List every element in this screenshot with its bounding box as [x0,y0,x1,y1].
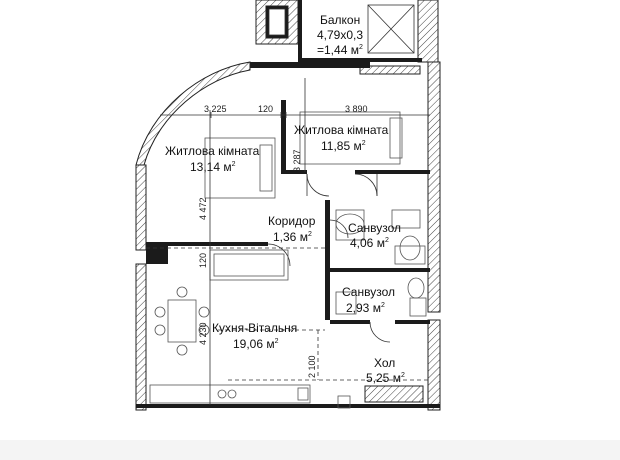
room-area: 4,06 м2 [350,236,389,250]
room-name: Санвузол [342,285,395,299]
room-area: 2,93 м2 [346,301,385,315]
area-value: 13,14 м [190,160,232,174]
area-value: 2,93 м [346,301,381,315]
area-unit-exponent: 2 [275,338,279,345]
dim-vert-120: 120 [198,253,208,268]
interior-walls [146,100,430,324]
area-unit-exponent: 2 [359,44,363,51]
room-name: Житлова кімната [165,144,260,158]
area-unit-exponent: 2 [308,231,312,238]
area-value: 1,36 м [273,230,308,244]
room-label-bath2: Санвузол 2,93 м2 [342,285,395,315]
room-dims: 4,79х0,3 [317,28,363,42]
area-value: =1,44 м [317,43,359,57]
dim-vert-kitchen: 4 230 [198,322,208,345]
room-label-living2: Житлова кімната 11,85 м2 [294,123,389,153]
room-area: 1,36 м2 [273,230,312,244]
room-label-kitchen: Кухня-Вітальня 19,06 м2 [212,321,297,351]
room-area: 11,85 м2 [321,139,366,153]
area-unit-exponent: 2 [232,161,236,168]
dim-vert-left: 4 472 [198,197,208,220]
bottom-background-strip [0,440,620,460]
room-name: Коридор [268,214,316,228]
room-label-balcony: Балкон 4,79х0,3 =1,44 м2 [317,13,363,57]
dim-top-left: 3 225 [204,104,227,114]
room-name: Балкон [320,13,360,27]
room-name: Житлова кімната [294,123,389,137]
room-name: Санвузол [348,221,401,235]
area-value: 19,06 м [233,337,275,351]
area-value: 4,06 м [350,236,385,250]
area-value: 5,25 м [366,371,401,385]
dim-vert-hall: 2 100 [307,355,317,378]
room-label-corridor: Коридор 1,36 м2 [268,214,316,244]
room-area: 5,25 м2 [366,371,405,385]
room-label-hall: Хол 5,25 м2 [366,356,405,385]
furniture [149,111,427,409]
dim-top-right: 3 890 [345,104,368,114]
doors [267,173,391,343]
dimension-lines [146,78,430,405]
area-unit-exponent: 2 [362,140,366,147]
room-area: =1,44 м2 [317,43,363,57]
area-unit-exponent: 2 [401,372,405,379]
room-area: 13,14 м2 [190,160,236,174]
area-value: 11,85 м [321,139,362,153]
area-unit-exponent: 2 [385,237,389,244]
dim-vert-bedroom: 3 287 [292,149,302,172]
room-label-living1: Житлова кімната 13,14 м2 [165,144,260,174]
room-name: Хол [374,356,395,370]
dim-top-mid: 120 [258,104,273,114]
room-area: 19,06 м2 [233,337,279,351]
area-unit-exponent: 2 [381,302,385,309]
room-name: Кухня-Вітальня [212,321,297,335]
exterior-walls [135,61,441,411]
room-label-bath1: Санвузол 4,06 м2 [348,221,401,250]
